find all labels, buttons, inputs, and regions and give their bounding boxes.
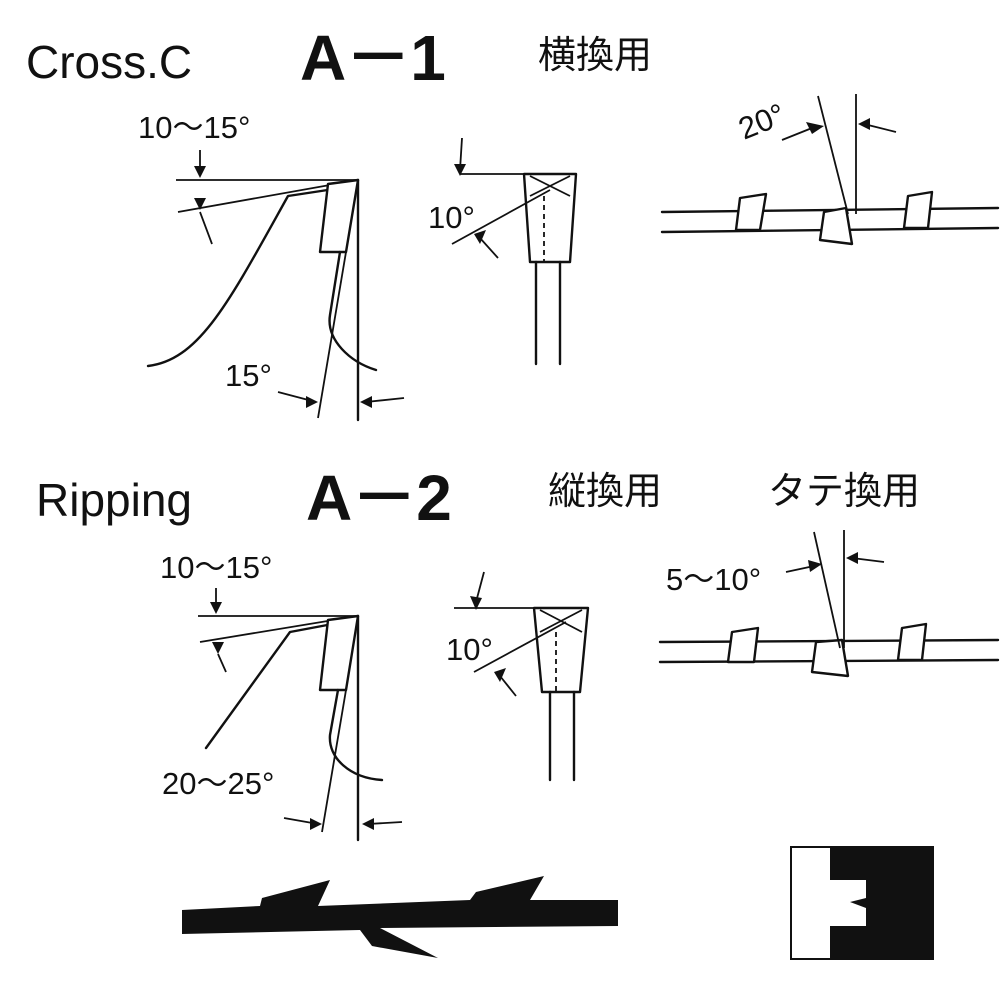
angle-side-view-rip: 5～10° <box>666 562 761 597</box>
angle-bevel-rip: 10° <box>446 632 493 667</box>
angle-side-hook-cross: 15° <box>225 358 272 393</box>
tooth-front-view-rip <box>454 571 590 782</box>
section-title-cross: Cross.C <box>26 36 192 88</box>
tooth-side-profile-rip <box>198 588 403 842</box>
usage-label-tate-alt: タテ換用 <box>768 469 920 513</box>
usage-label-tate: 縦換用 <box>548 469 662 513</box>
angle-bevel-cross: 10° <box>428 200 475 235</box>
section-code-a2: A－2 <box>306 462 452 534</box>
section-ripping: Ripping A－2 縦換用 タテ換用 10～15° 20～25° <box>36 462 1000 842</box>
section-title-rip: Ripping <box>36 474 192 526</box>
tooth-alternate-view-cross <box>660 94 1000 246</box>
angle-side-view-cross: 20° <box>734 96 791 146</box>
angle-top-clearance-rip: 10～15° <box>160 550 272 585</box>
usage-label-yoko: 横換用 <box>538 33 652 77</box>
saw-blade-profile-icon <box>182 876 618 958</box>
angle-side-hook-rip: 20～25° <box>162 766 274 801</box>
section-cross-cut: Cross.C A－1 横換用 10～15° 15° <box>26 22 1000 422</box>
tooth-front-view-cross <box>451 137 578 366</box>
tooth-alternate-view-rip <box>658 530 1000 678</box>
angle-top-clearance-cross: 10～15° <box>138 110 250 145</box>
tooth-side-profile-cross <box>146 150 405 422</box>
tooth-block-icon <box>790 846 934 960</box>
section-code-a1: A－1 <box>300 22 446 94</box>
